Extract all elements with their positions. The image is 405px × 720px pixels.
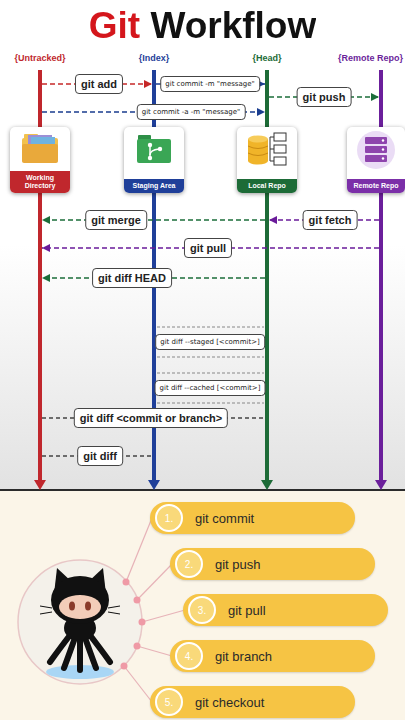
divider-line <box>0 489 405 491</box>
top-panel <box>0 0 405 490</box>
leader-line <box>126 518 152 582</box>
card-label: Working Directory <box>10 171 70 193</box>
database-icon <box>248 133 286 165</box>
card-label: Staging Area <box>124 179 184 193</box>
command-label: git pull <box>184 238 232 258</box>
command-pill: 4. git branch <box>170 640 375 672</box>
lane-arrowhead <box>34 480 46 490</box>
leader-dot <box>139 619 146 626</box>
command-arrow <box>42 219 265 221</box>
lane-header: {Index} <box>139 53 170 63</box>
mascot-eye <box>69 602 75 611</box>
mascot-whiskers <box>40 606 120 614</box>
callout-number: 1. <box>155 504 183 532</box>
mascot-face <box>59 595 101 619</box>
command-name: git branch <box>215 649 272 664</box>
bracket-line <box>157 357 264 358</box>
bracket-line <box>157 373 264 374</box>
mascot-eye <box>85 602 91 611</box>
mascot-puddle <box>46 665 114 679</box>
mascot-tentacles <box>50 630 110 670</box>
card-label: Local Repo <box>237 179 297 193</box>
leader-line <box>137 564 172 600</box>
callout-number: 4. <box>175 642 203 670</box>
repo-card: Local Repo <box>237 127 297 193</box>
branch-folder-icon <box>137 135 171 163</box>
bracket-line <box>157 403 264 404</box>
lane-header: {Head} <box>252 53 281 63</box>
leader-dot <box>121 663 128 670</box>
repo-card: Working Directory <box>10 127 70 193</box>
bracket-line <box>157 327 264 328</box>
mascot-head <box>51 576 109 624</box>
leader-line <box>142 610 185 622</box>
card-label: Remote Repo <box>347 179 405 193</box>
command-pill: 3. git pull <box>183 594 388 626</box>
command-label: git diff <box>77 446 123 466</box>
command-label: git merge <box>85 210 147 230</box>
leader-line <box>124 666 152 702</box>
mascot-ear <box>88 568 106 594</box>
repo-card: Remote Repo <box>347 127 405 193</box>
title-wrap: Git Workflow <box>0 4 405 48</box>
command-label: git push <box>297 87 352 107</box>
mascot-body <box>64 615 96 641</box>
lane-arrowhead <box>375 480 387 490</box>
command-label: git diff <commit or branch> <box>74 408 228 428</box>
command-label: git fetch <box>303 210 358 230</box>
command-pill: 2. git push <box>170 548 375 580</box>
command-pill: 5. git checkout <box>150 686 355 718</box>
leader-dot <box>134 597 141 604</box>
callout-number: 3. <box>188 596 216 624</box>
command-name: git checkout <box>195 695 264 710</box>
command-pill: 1. git commit <box>150 502 355 534</box>
lane-band: {Head}Local Repo <box>265 70 269 480</box>
command-label: git diff --staged [<commit>] <box>155 334 265 350</box>
mascot-ear <box>54 568 72 594</box>
lane-arrowhead <box>261 480 273 490</box>
lane-band: {Untracked}Working Directory <box>38 70 42 480</box>
lane-header: {Remote Repo} <box>338 53 403 63</box>
title: Git Workflow <box>89 4 316 48</box>
mascot-circle <box>18 560 142 684</box>
command-label: git diff HEAD <box>92 268 172 288</box>
folder-icon <box>22 134 58 163</box>
command-label: git add <box>75 74 123 94</box>
lane-arrowhead <box>148 480 160 490</box>
command-name: git pull <box>228 603 266 618</box>
leader-line <box>137 646 172 656</box>
lane-header: {Untracked} <box>14 53 65 63</box>
lane-band: {Remote Repo}Remote Repo <box>379 70 383 480</box>
command-name: git commit <box>195 511 254 526</box>
leader-dot <box>123 579 130 586</box>
leader-dot <box>134 643 141 650</box>
command-label: git commit -m "message" <box>160 76 260 92</box>
command-label: git diff --cached [<commit>] <box>155 380 266 396</box>
callout-number: 2. <box>175 550 203 578</box>
server-icon <box>357 131 395 169</box>
repo-card: Staging Area <box>124 127 184 193</box>
bottom-panel <box>0 490 405 720</box>
callout-number: 5. <box>155 688 183 716</box>
command-label: git commit -a -m "message" <box>137 104 246 120</box>
command-name: git push <box>215 557 261 572</box>
